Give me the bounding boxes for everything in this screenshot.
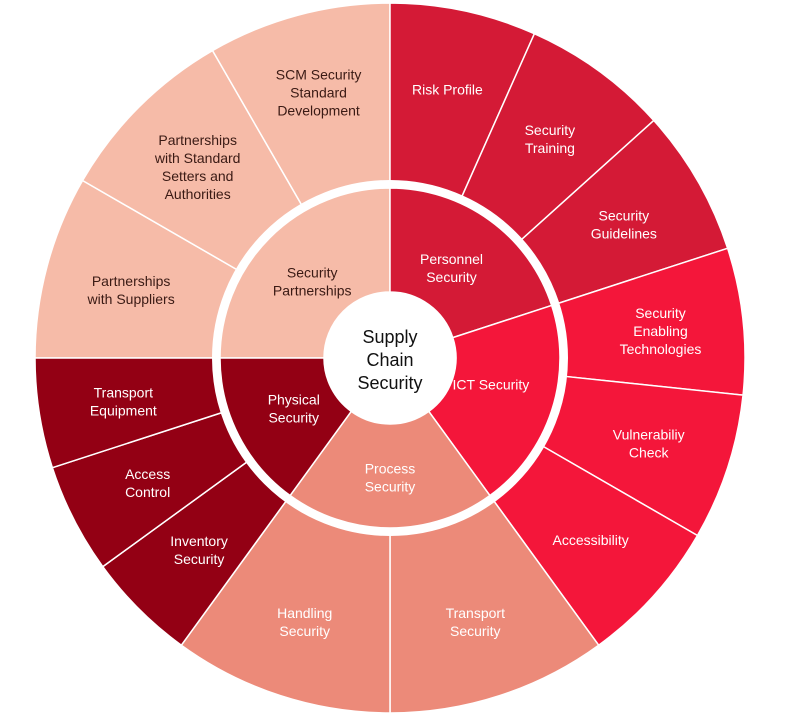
outer-segment-label-line: Handling <box>277 605 332 621</box>
outer-segment-label-line: Risk Profile <box>412 81 483 97</box>
inner-segment-label-line: Partnerships <box>273 283 352 299</box>
outer-segment-label-line: with Suppliers <box>87 291 175 307</box>
outer-segment-label-line: Security <box>599 207 650 223</box>
center-circle <box>324 292 456 424</box>
center-label-line: Supply <box>362 327 417 347</box>
outer-segment-label-line: Accessibility <box>553 532 629 548</box>
outer-segment-label: Accessibility <box>553 532 629 548</box>
inner-segment-label-line: Security <box>365 478 416 494</box>
inner-segment-partnerships <box>219 187 391 359</box>
outer-segment-label-line: Control <box>125 484 170 500</box>
outer-segment-label: Risk Profile <box>412 81 483 97</box>
outer-segment-label-line: Development <box>277 103 360 119</box>
inner-segment-process <box>289 410 491 529</box>
inner-segment-label-line: ICT Security <box>453 376 530 392</box>
outer-segment-label-line: Authorities <box>165 186 231 202</box>
outer-segment-label-line: Partnerships <box>158 132 237 148</box>
outer-segment-label-line: Guidelines <box>591 225 657 241</box>
outer-segment-label-line: Security <box>279 623 330 639</box>
outer-segment-label-line: Transport <box>446 605 506 621</box>
ring-separator <box>212 180 568 536</box>
outer-segment-label-line: Check <box>629 444 670 460</box>
center-label-line: Chain <box>366 350 413 370</box>
inner-segment-label-line: Physical <box>268 391 320 407</box>
outer-segment-label-line: Security <box>174 551 225 567</box>
inner-ring <box>212 180 568 536</box>
outer-segment-label-line: SCM Security <box>276 67 362 83</box>
inner-segment-label-line: Security <box>426 269 477 285</box>
outer-segment-label-line: Partnerships <box>92 273 171 289</box>
inner-segment-label-line: Security <box>268 409 319 425</box>
outer-segment-label-line: with Standard <box>154 150 241 166</box>
outer-segment-label-line: Technologies <box>620 341 702 357</box>
outer-segment-label-line: Enabling <box>633 323 688 339</box>
outer-segment-label-line: Inventory <box>170 533 228 549</box>
outer-ring <box>34 2 746 714</box>
inner-segment-label-line: Personnel <box>420 251 483 267</box>
inner-segment-label-line: Process <box>365 460 416 476</box>
outer-segment-label-line: Security <box>525 122 576 138</box>
inner-segment-label-line: Security <box>287 265 338 281</box>
inner-segment-personnel <box>389 187 553 339</box>
labels-layer: Partnerships with Suppliers Partnerships wi… <box>87 67 702 639</box>
outer-segment-label-line: Vulnerabiliy <box>613 426 685 442</box>
inner-segment-label: ICT Security <box>453 376 530 392</box>
outer-segment-label-line: Setters and <box>162 168 234 184</box>
outer-segment-label: Partnerships with Suppliers <box>87 273 175 307</box>
outer-segment-label-line: Security <box>635 305 686 321</box>
outer-segment-label-line: Security <box>450 623 501 639</box>
outer-segment-label-line: Access <box>125 466 170 482</box>
inner-segment-physical <box>219 357 353 497</box>
outer-segment-label-line: Transport <box>94 385 154 401</box>
center-label-line: Security <box>357 373 422 393</box>
outer-segment-label-line: Equipment <box>90 403 157 419</box>
outer-segment-label-line: Standard <box>290 85 347 101</box>
outer-segment-label-line: Training <box>525 140 575 156</box>
inner-segment-ict <box>427 304 561 497</box>
